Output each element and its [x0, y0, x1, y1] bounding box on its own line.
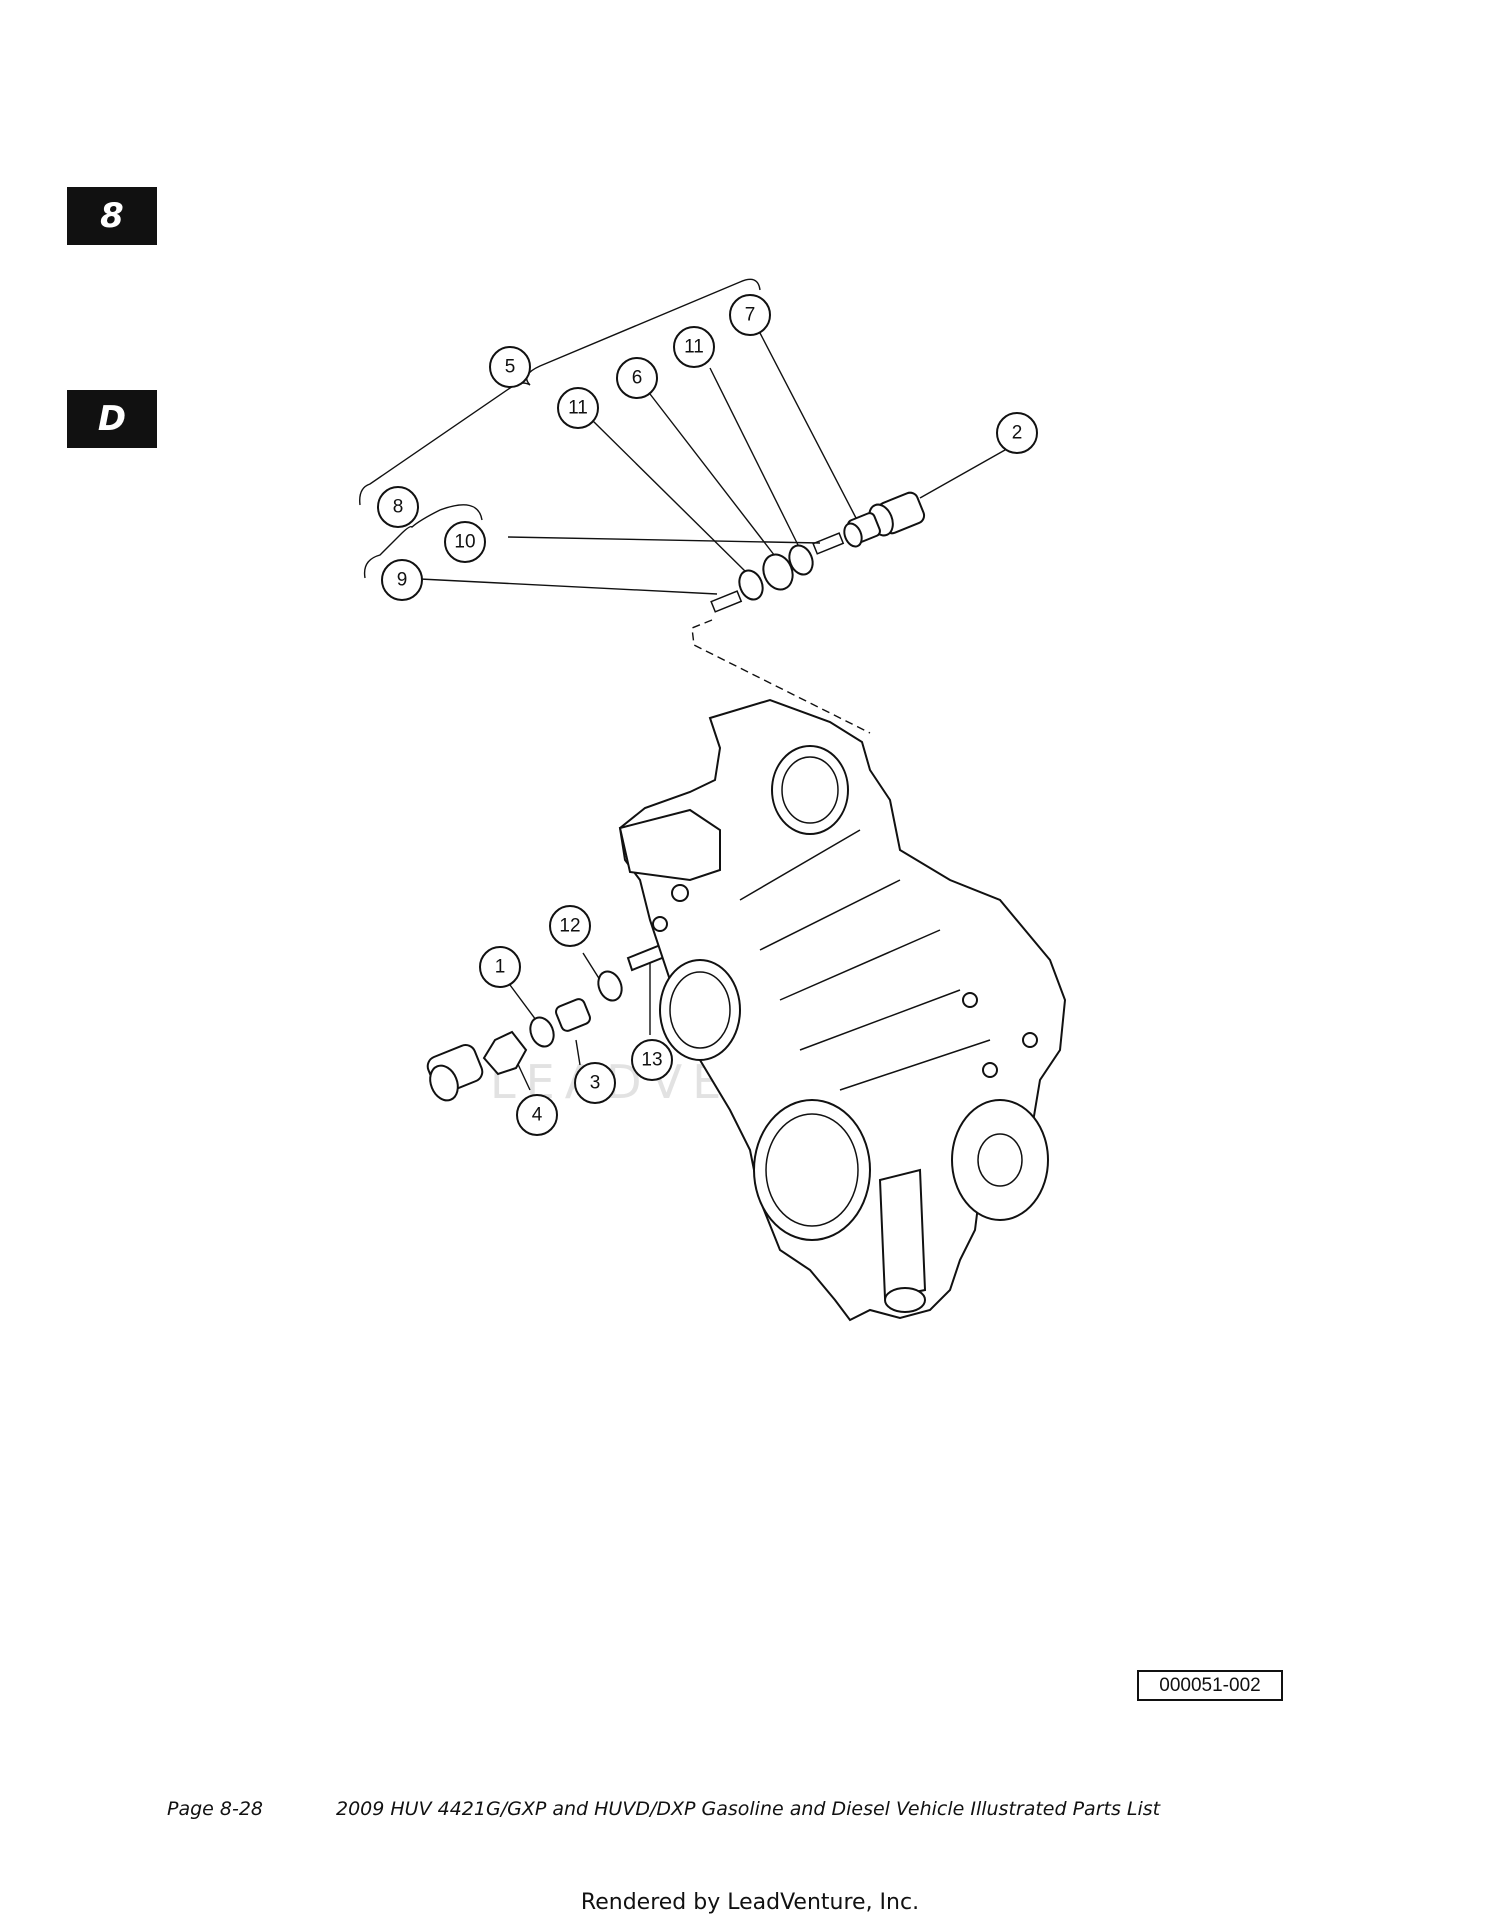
svg-text:13: 13 — [641, 1050, 662, 1071]
callout-2: 2 — [996, 412, 1038, 454]
engine-front-cover — [618, 698, 1067, 1322]
callout-3: 3 — [574, 1062, 616, 1104]
part-group-lower — [426, 926, 709, 1102]
svg-text:11: 11 — [568, 398, 588, 419]
svg-text:11: 11 — [684, 337, 704, 358]
subsection-tab: D — [67, 390, 157, 448]
section-tab: 8 — [67, 187, 157, 245]
callout-13: 13 — [631, 1039, 673, 1081]
svg-text:6: 6 — [632, 368, 643, 389]
svg-text:1: 1 — [495, 957, 506, 978]
callout-10: 10 — [444, 521, 486, 563]
callout-4: 4 — [516, 1094, 558, 1136]
callout-6: 6 — [616, 357, 658, 399]
bracket-8 — [363, 504, 483, 579]
svg-text:12: 12 — [559, 916, 580, 937]
svg-text:3: 3 — [590, 1073, 601, 1094]
svg-text:7: 7 — [745, 305, 756, 326]
footer-page-number: Page 8-28 — [167, 1798, 264, 1820]
svg-text:10: 10 — [454, 532, 475, 553]
callout-12: 12 — [549, 905, 591, 947]
callout-5: 5 — [489, 346, 531, 388]
callout-9: 9 — [381, 559, 423, 601]
rendered-by-credit: Rendered by LeadVenture, Inc. — [580, 1890, 920, 1915]
svg-text:2: 2 — [1012, 423, 1023, 444]
callout-7: 7 — [729, 294, 771, 336]
svg-text:5: 5 — [505, 357, 516, 378]
svg-text:9: 9 — [397, 570, 408, 591]
bracket-5 — [359, 278, 761, 506]
figure-reference: 000051-002 — [1137, 1670, 1283, 1701]
callout-1: 1 — [479, 946, 521, 988]
svg-text:4: 4 — [532, 1105, 543, 1126]
callout-11a: 11 — [557, 387, 599, 429]
part-group-upper — [710, 491, 926, 613]
callout-11b: 11 — [673, 326, 715, 368]
footer-document-title: 2009 HUV 4421G/GXP and HUVD/DXP Gasoline… — [336, 1798, 1161, 1820]
svg-text:8: 8 — [393, 497, 404, 518]
callout-8: 8 — [377, 486, 419, 528]
